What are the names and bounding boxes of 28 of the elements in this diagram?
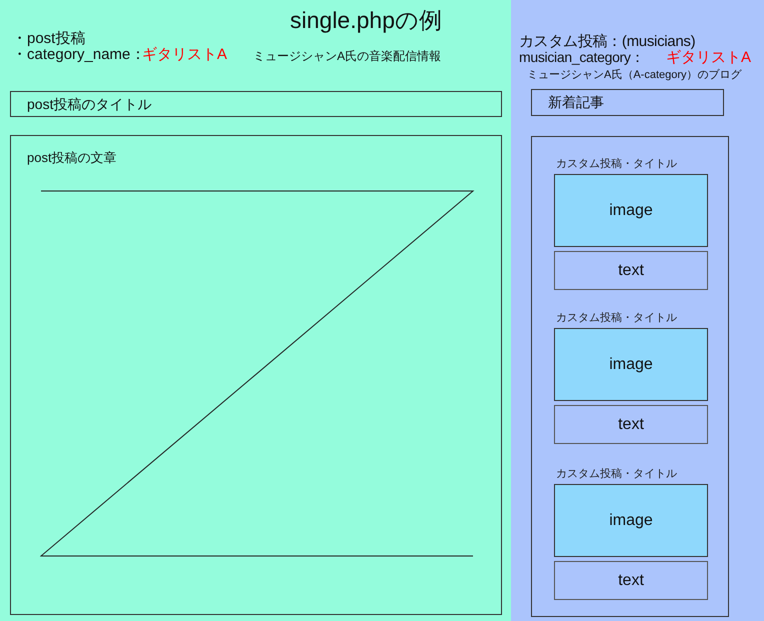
text-frame bbox=[554, 561, 708, 600]
title-bar: 新着記事 bbox=[531, 89, 724, 116]
label-text: カスタム投稿：(musicians) bbox=[519, 34, 696, 49]
image-frame bbox=[554, 328, 708, 401]
label-text: musician_category： bbox=[519, 50, 644, 64]
image-placeholder-label: image bbox=[609, 510, 653, 530]
item-caption: カスタム投稿・タイトル bbox=[556, 467, 677, 482]
label-text: ギタリストA bbox=[666, 50, 752, 65]
panel-heading: post投稿の文章 bbox=[27, 149, 117, 167]
content-panel bbox=[10, 135, 502, 615]
title-bar: post投稿のタイトル bbox=[10, 91, 502, 117]
text-placeholder-label: text bbox=[618, 414, 644, 434]
diagram-title: single.phpの例 bbox=[290, 6, 442, 35]
image-frame bbox=[554, 484, 708, 557]
label-text: ギタリストA bbox=[142, 47, 228, 62]
text-frame bbox=[554, 251, 708, 290]
label-text: ミュージシャンA氏の音楽配信情報 bbox=[253, 50, 442, 62]
image-placeholder-label: image bbox=[609, 354, 653, 374]
item-caption: カスタム投稿・タイトル bbox=[556, 311, 677, 326]
item-caption: カスタム投稿・タイトル bbox=[556, 157, 677, 172]
text-placeholder-label: text bbox=[618, 260, 644, 280]
image-placeholder-label: image bbox=[609, 200, 653, 220]
text-frame bbox=[554, 405, 708, 444]
text-placeholder-label: text bbox=[618, 570, 644, 590]
label-text: ミュージシャンA氏（A-category）のブログ bbox=[527, 70, 742, 81]
list-panel bbox=[531, 136, 729, 617]
label-text: ・post投稿 bbox=[12, 31, 86, 46]
image-frame bbox=[554, 174, 708, 247]
